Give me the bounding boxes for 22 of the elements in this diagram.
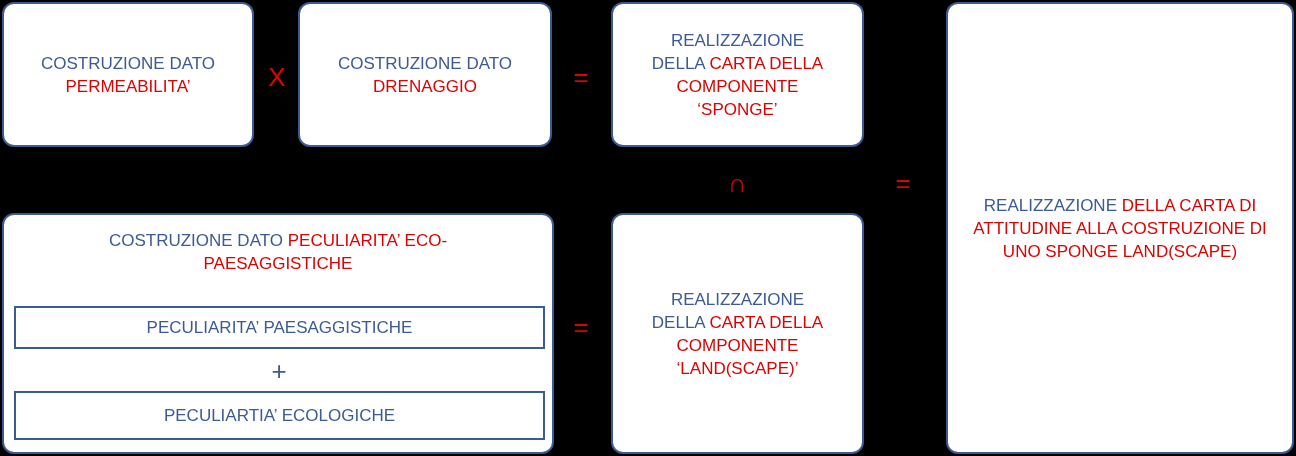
process-box: [611, 213, 864, 454]
operator-symbol: =: [572, 312, 590, 342]
operator-symbol: =: [572, 62, 590, 92]
box-text: COSTRUZIONE DATO PECULIARITA’ ECO-PAESAGGISTICHE: [107, 230, 449, 275]
operator-symbol: ∩: [726, 168, 748, 198]
box-text: REALIZZAZIONE DELLA CARTA DELLA COMPONENTE ‘LAND(SCAPE)’: [650, 288, 825, 380]
process-box: [298, 2, 552, 147]
box-text: PECULIARTIA’ ECOLOGICHE: [163, 405, 396, 427]
sub-box: [14, 306, 545, 349]
process-box: [611, 2, 864, 147]
box-text: PECULIARITA’ PAESAGGISTICHE: [146, 317, 413, 339]
process-box: [2, 213, 554, 454]
box-text: COSTRUZIONE DATO DRENAGGIO: [336, 52, 514, 98]
operator-symbol: +: [270, 356, 288, 386]
box-text: REALIZZAZIONE DELLA CARTA DELLA COMPONENTE ‘SPONGE’: [650, 29, 825, 121]
box-text: REALIZZAZIONE DELLA CARTA DI ATTITUDINE ALLA COSTRUZIONE DI UNO SPONGE LAND(SCAPE): [972, 194, 1268, 263]
process-box: [2, 2, 254, 147]
process-box: [946, 2, 1294, 454]
operator-symbol: =: [894, 168, 912, 198]
operator-symbol: X: [267, 62, 287, 92]
box-text: COSTRUZIONE DATO PERMEABILITA’: [39, 52, 217, 98]
sub-box: [14, 391, 545, 440]
